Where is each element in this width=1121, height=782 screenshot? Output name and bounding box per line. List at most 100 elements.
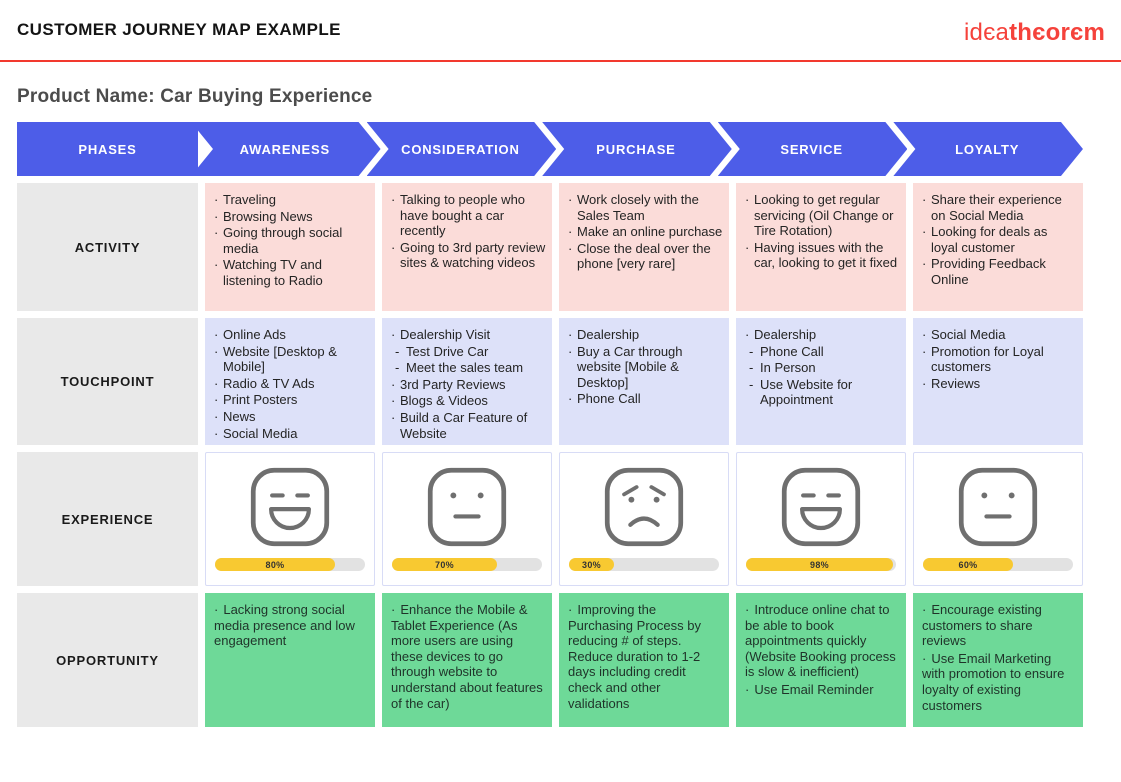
bullet-marker: · xyxy=(922,327,927,342)
row-label-touchpoint: TOUCHPOINT xyxy=(17,318,198,445)
bullet-marker: · xyxy=(391,602,396,617)
bullet-marker: · xyxy=(922,192,927,207)
bullet-item: ·Promotion for Loyal customers xyxy=(922,344,1077,375)
bullet-item: ·3rd Party Reviews xyxy=(391,377,546,393)
bullet-marker: · xyxy=(745,681,750,697)
phase-arrow: AWARENESS xyxy=(191,122,381,176)
bullet-item: ·Looking for deals as loyal customer xyxy=(922,224,1077,255)
experience-percent-label: 70% xyxy=(435,559,454,570)
bullet-marker: · xyxy=(391,327,396,342)
experience-progress-fill: 30% xyxy=(569,558,614,571)
bullet-text: Use Email Reminder xyxy=(754,681,874,697)
bullet-marker: · xyxy=(391,393,396,409)
bullet-item: ·Talking to people who have bought a car… xyxy=(391,192,546,239)
bullet-text: Reviews xyxy=(931,375,981,391)
bullet-marker: · xyxy=(214,375,219,391)
bullet-item: -Meet the sales team xyxy=(391,360,546,376)
opportunity-item: ·Introduce online chat to be able to boo… xyxy=(745,602,900,680)
bullet-text: Going through social media xyxy=(223,225,343,256)
bullet-item: · Online Ads xyxy=(214,327,369,343)
bullet-text: Share their experience on Social Media xyxy=(931,192,1062,223)
phase-arrows-row: AWARENESS CONSIDERATION PURCHASE SERVICE… xyxy=(205,122,1083,176)
bullet-marker: · xyxy=(922,375,927,391)
bullet-marker: · xyxy=(214,257,219,273)
bullet-marker: · xyxy=(391,376,396,392)
opportunity-cell-purchase: ·Improving the Purchasing Process by red… xyxy=(559,593,729,727)
bullet-text: Lacking strong social media presence and… xyxy=(214,602,355,649)
bullet-marker: · xyxy=(922,343,927,359)
bullet-marker: · xyxy=(568,240,573,256)
phase-arrow-label: LOYALTY xyxy=(955,141,1020,157)
bullet-marker: · xyxy=(214,225,219,241)
experience-card: 80% xyxy=(205,452,375,586)
bullet-item: ·Dealership Visit xyxy=(391,327,546,343)
bullet-marker: · xyxy=(745,327,750,342)
bullet-item: -Use Website for Appointment xyxy=(745,377,900,408)
touchpoint-cell-consideration: ·Dealership Visit-Test Drive Car-Meet th… xyxy=(382,318,552,445)
bullet-marker: · xyxy=(214,327,219,342)
bullet-marker: · xyxy=(568,192,573,207)
experience-progress-track: 98% xyxy=(746,558,896,571)
opportunity-item: ·Encourage existing customers to share r… xyxy=(922,602,1077,649)
bullet-item: ·Looking to get regular servicing (Oil C… xyxy=(745,192,900,239)
experience-percent-label: 60% xyxy=(958,559,978,570)
bullet-marker: · xyxy=(568,602,573,617)
bullet-text: Having issues with the car, looking to g… xyxy=(754,239,898,271)
bullet-text: Talking to people who have bought a car … xyxy=(400,192,526,239)
experience-progress-track: 70% xyxy=(392,558,542,571)
touchpoint-cell-purchase: ·Dealership·Buy a Car through website [M… xyxy=(559,318,729,445)
row-label-activity: ACTIVITY xyxy=(17,183,198,311)
neutral-face-icon xyxy=(958,467,1038,547)
bullet-item: ·Blogs & Videos xyxy=(391,393,546,409)
bullet-marker: · xyxy=(745,239,750,255)
bullet-text: Phone Call xyxy=(577,391,641,407)
bullet-text: Use Website for Appointment xyxy=(760,376,853,408)
bullet-marker: · xyxy=(391,409,396,425)
touchpoint-cell-loyalty: ·Social Media·Promotion for Loyal custom… xyxy=(913,318,1083,445)
bullet-marker: · xyxy=(214,602,219,617)
experience-progress-fill: 60% xyxy=(923,558,1013,571)
phase-arrow-label: SERVICE xyxy=(780,141,843,157)
bullet-item: ·Having issues with the car, looking to … xyxy=(745,240,900,271)
bullet-item: -Phone Call xyxy=(745,344,900,360)
experience-card: 30% xyxy=(559,452,729,586)
bullet-item: ·Providing Feedback Online xyxy=(922,256,1077,287)
bullet-marker: · xyxy=(568,391,573,407)
bullet-marker: · xyxy=(214,343,219,359)
activity-cell-loyalty: ·Share their experience on Social Media·… xyxy=(913,183,1083,311)
experience-progress-fill: 80% xyxy=(215,558,335,571)
opportunity-cell-service: ·Introduce online chat to be able to boo… xyxy=(736,593,906,727)
brand-logo-light-part: idєa xyxy=(964,19,1010,46)
bullet-item: ·Radio & TV Ads xyxy=(214,376,369,392)
bullet-item: ·Close the deal over the phone [very rar… xyxy=(568,241,723,272)
bullet-marker: · xyxy=(922,256,927,272)
opportunity-item: ·Use Email Marketing with promotion to e… xyxy=(922,651,1077,713)
header-divider-line xyxy=(0,60,1121,62)
bullet-item: ·Reviews xyxy=(922,376,1077,392)
phase-arrow-label: AWARENESS xyxy=(239,141,330,157)
bullet-marker: · xyxy=(214,208,219,224)
phase-arrow-label: PURCHASE xyxy=(596,141,676,157)
page-title: CUSTOMER JOURNEY MAP EXAMPLE xyxy=(17,20,341,39)
experience-card: 60% xyxy=(913,452,1083,586)
bullet-text: Looking to get regular servicing (Oil Ch… xyxy=(754,192,894,239)
bullet-item: ·News xyxy=(214,409,369,425)
activity-cell-purchase: ·Work closely with the Sales Team·Make a… xyxy=(559,183,729,311)
bullet-text: Enhance the Mobile & Tablet Experience (… xyxy=(391,602,543,711)
bullet-text: Online Ads xyxy=(223,327,286,342)
bullet-text: 3rd Party Reviews xyxy=(400,376,506,392)
bullet-marker: · xyxy=(568,327,573,342)
opportunity-item: ·Use Email Reminder xyxy=(745,682,900,698)
bullet-marker: - xyxy=(749,343,754,359)
bullet-text: Watching TV and listening to Radio xyxy=(223,257,323,288)
experience-percent-label: 80% xyxy=(265,559,285,570)
bullet-marker: · xyxy=(922,650,927,666)
bullet-marker: - xyxy=(395,360,400,376)
bullet-text: Introduce online chat to be able to book… xyxy=(745,602,896,680)
bullet-item: -Test Drive Car xyxy=(391,344,546,360)
neutral-face-icon xyxy=(427,467,507,547)
bullet-text: Encourage existing customers to share re… xyxy=(922,602,1042,649)
brand-logo: idєathєorєm xyxy=(964,19,1105,47)
bullet-marker: · xyxy=(214,392,219,408)
